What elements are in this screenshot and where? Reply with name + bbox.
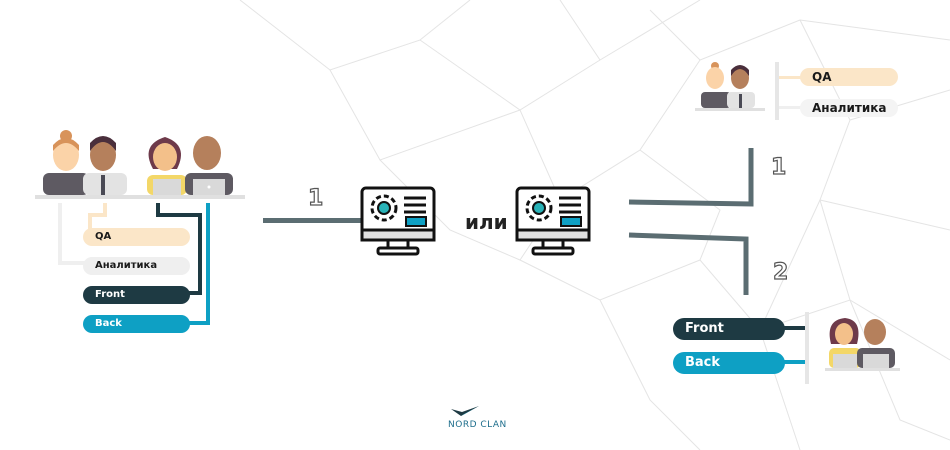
connector-label-left: 1 [307,185,324,211]
right-role-analytics: Аналитика [800,99,898,117]
people-group-icon [35,130,245,199]
connector-line-left [263,218,363,223]
computer-settings-icon [515,186,591,256]
or-label: или [465,210,508,234]
people-laptop-pair-icon [825,318,900,371]
right-role-front: Front [673,318,785,340]
right-connectors [628,148,754,295]
connector-label-top-right: 1 [770,154,787,180]
logo-text: NORD CLAN [448,420,507,430]
divider-bar-top-right [775,62,779,120]
left-role-qa: QA [83,228,190,246]
connector-label-bottom-right: 2 [772,259,789,285]
left-role-front: Front [83,286,190,304]
right-role-back: Back [673,352,785,374]
divider-bar-bottom-right [805,312,809,384]
left-role-analytics: Аналитика [83,257,190,275]
analytics-link [779,106,809,109]
left-role-back: Back [83,315,190,333]
computer-settings-icon [360,186,436,256]
right-role-qa: QA [800,68,898,86]
nord-clan-logo-icon [451,406,479,416]
people-pair-icon [695,62,765,111]
qa-link [779,76,809,79]
back-link [780,360,806,364]
front-link [780,326,806,330]
